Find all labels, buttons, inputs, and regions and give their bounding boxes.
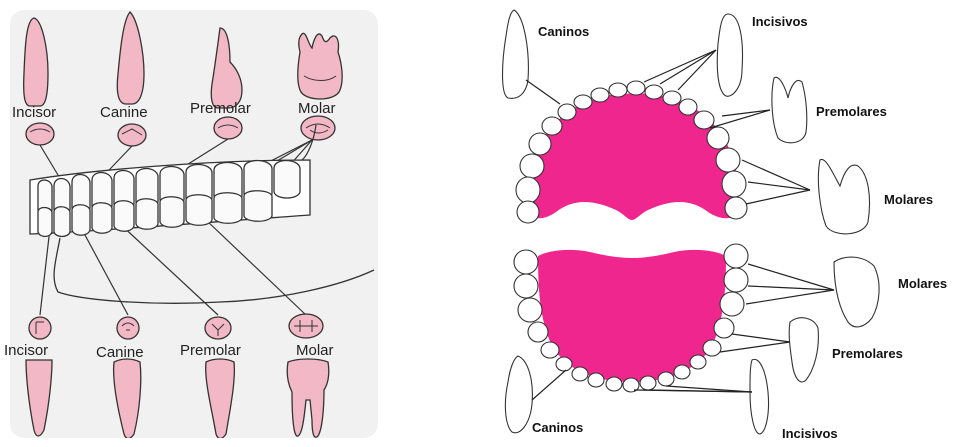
lower-premolar-tooth bbox=[206, 359, 235, 438]
jaw-bone-outline bbox=[54, 238, 374, 303]
upper-incisor-crown bbox=[26, 123, 54, 145]
upper-label-incisor: Incisor bbox=[12, 104, 56, 121]
upper-molar-crown bbox=[301, 116, 335, 140]
upper-incisor-tooth bbox=[24, 18, 48, 106]
upper-label-molar: Molar bbox=[298, 100, 336, 117]
label-caninos-lower: Caninos bbox=[532, 420, 583, 435]
right-diagram-panel: Caninos Incisivos Premolares Molares Mol… bbox=[490, 0, 977, 447]
label-incisivos-lower: Incisivos bbox=[782, 426, 838, 441]
label-molares-upper: Molares bbox=[884, 192, 933, 207]
lower-canine-tooth bbox=[114, 359, 141, 438]
upper-premolar-crown bbox=[214, 117, 242, 139]
lower-premolar-crown bbox=[205, 317, 231, 339]
upper-molar-detail bbox=[818, 159, 869, 233]
lower-incisor-detail bbox=[750, 359, 769, 434]
left-diagram-panel: Incisor Canine Premolar Molar Incisor Ca… bbox=[10, 10, 378, 438]
upper-label-canine: Canine bbox=[100, 104, 148, 121]
lower-molar-tooth bbox=[287, 359, 329, 437]
left-teeth-svg bbox=[10, 10, 378, 438]
upper-premolar-tooth bbox=[211, 28, 242, 108]
upper-canine-detail bbox=[503, 10, 529, 98]
lower-molar-detail bbox=[834, 257, 879, 327]
upper-canine-tooth bbox=[117, 12, 144, 104]
upper-molar-tooth bbox=[298, 33, 342, 99]
upper-premolar-detail bbox=[772, 77, 807, 142]
lower-label-premolar: Premolar bbox=[180, 342, 241, 359]
label-premolares-lower: Premolares bbox=[832, 346, 903, 361]
upper-canine-crown bbox=[118, 124, 146, 146]
lower-canine-detail bbox=[505, 356, 532, 433]
lower-label-canine: Canine bbox=[96, 344, 144, 361]
lower-incisor-tooth bbox=[26, 360, 52, 436]
label-molares-lower: Molares bbox=[898, 276, 947, 291]
upper-label-premolar: Premolar bbox=[190, 100, 251, 117]
lower-label-incisor: Incisor bbox=[4, 342, 48, 359]
right-teeth-svg bbox=[490, 0, 977, 447]
upper-incisor-detail bbox=[717, 14, 742, 96]
label-incisivos-upper: Incisivos bbox=[752, 14, 808, 29]
jaw-side-view bbox=[30, 160, 310, 237]
label-caninos-upper: Caninos bbox=[538, 24, 589, 39]
lower-label-molar: Molar bbox=[296, 342, 334, 359]
lower-canine-crown bbox=[117, 317, 139, 339]
lower-premolar-detail bbox=[789, 318, 818, 382]
lower-incisor-crown bbox=[29, 317, 51, 339]
label-premolares-upper: Premolares bbox=[816, 104, 887, 119]
lower-molar-crown bbox=[289, 314, 323, 338]
